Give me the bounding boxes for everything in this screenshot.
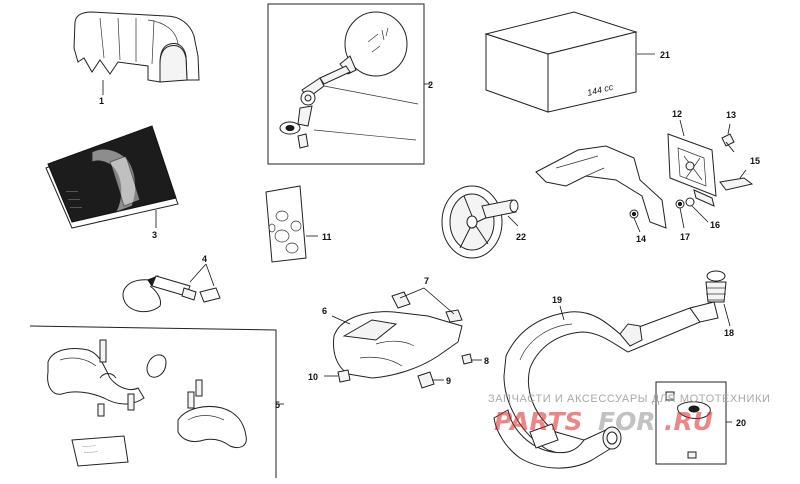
label-15: 15 bbox=[750, 156, 760, 166]
watermark-tagline: ЗАПЧАСТИ И АКСЕССУАРЫ ДЛЯ МОТОТЕХНИКИ bbox=[488, 393, 770, 405]
label-10: 10 bbox=[308, 372, 318, 382]
svg-text:~~~~~~: ~~~~~~ bbox=[84, 449, 99, 455]
part-1-cover: 1 bbox=[73, 11, 200, 106]
part-20-o-ring-kit: 20 bbox=[655, 381, 746, 465]
label-5: 5 bbox=[275, 400, 280, 410]
label-9: 9 bbox=[446, 376, 451, 386]
part-3-manual: ——— ——— ——— 3 bbox=[45, 125, 179, 240]
label-4: 4 bbox=[202, 254, 207, 264]
svg-text:———: ——— bbox=[68, 196, 80, 201]
part-5-handguards: 5 ~~~~~~ ~~~~~~ bbox=[29, 325, 284, 478]
label-13: 13 bbox=[726, 110, 736, 120]
label-14: 14 bbox=[636, 234, 646, 244]
label-1: 1 bbox=[99, 96, 104, 106]
part-2-mirror: 2 bbox=[267, 3, 433, 165]
label-16: 16 bbox=[710, 220, 720, 230]
label-6: 6 bbox=[322, 306, 327, 316]
label-18: 18 bbox=[724, 328, 734, 338]
svg-text:———: ——— bbox=[66, 188, 78, 193]
watermark-logo-gray: FOR bbox=[598, 407, 656, 436]
label-19: 19 bbox=[552, 295, 562, 305]
label-11: 11 bbox=[322, 232, 332, 242]
part-4-usb-key: 4 bbox=[122, 254, 221, 313]
part-21-kit-box: 144 cc 21 bbox=[484, 11, 670, 113]
svg-text:———: ——— bbox=[70, 204, 82, 209]
label-22: 22 bbox=[516, 232, 526, 242]
parts-6-10-skid-plate: 6 7 8 9 10 bbox=[308, 276, 489, 389]
label-7: 7 bbox=[424, 276, 429, 286]
label-20: 20 bbox=[736, 418, 746, 428]
label-3: 3 bbox=[152, 230, 157, 240]
label-21: 21 bbox=[660, 50, 670, 60]
parts-12-17-plate-holder: 12 13 14 15 16 17 bbox=[535, 109, 760, 244]
watermark-logo-suffix: .RU bbox=[664, 407, 713, 436]
label-2: 2 bbox=[428, 80, 433, 90]
svg-text:~~~~~~: ~~~~~~ bbox=[82, 443, 97, 449]
watermark: ЗАПЧАСТИ И АКСЕССУАРЫ ДЛЯ МОТОТЕХНИКИ PA… bbox=[488, 393, 770, 436]
watermark-logo-red: PARTS bbox=[494, 407, 583, 436]
part-11-decal-sheet: 11 bbox=[265, 185, 332, 263]
label-8: 8 bbox=[484, 356, 489, 366]
part-22-steering-wheel: 22 bbox=[441, 185, 526, 259]
label-17: 17 bbox=[680, 232, 690, 242]
label-12: 12 bbox=[672, 109, 682, 119]
parts-18-19-exhaust: 18 19 bbox=[493, 270, 734, 469]
